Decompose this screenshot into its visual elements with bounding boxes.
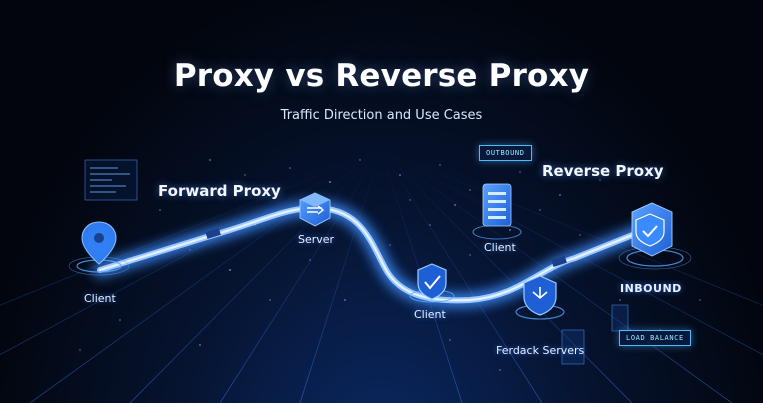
shield-check-icon [417,263,447,300]
servers-label: Ferdack Servers [496,344,585,357]
code-panel-icon [84,159,138,201]
shield-icon [523,275,557,316]
outbound-tag: OUTBOUND [479,145,532,161]
database-icon [482,183,512,227]
client-middle-label: Client [414,308,446,321]
floating-panel [561,329,585,365]
location-pin-icon [81,221,117,265]
shield-check-icon [631,202,673,257]
inbound-label: INBOUND [620,282,682,295]
load-balance-tag: LOAD BALANCE [619,330,691,346]
reverse-proxy-heading: Reverse Proxy [542,162,664,180]
flow-segment-marker [205,228,221,239]
forward-proxy-heading: Forward Proxy [158,182,281,200]
page-subtitle: Traffic Direction and Use Cases [280,108,483,123]
floating-panel [611,304,629,332]
client-left-label: Client [84,292,116,305]
server-label: Server [298,233,335,246]
traffic-flow-core [98,206,642,302]
client-right-label: Client [484,241,516,254]
flow-segment-marker [551,255,567,267]
server-icon [299,192,331,227]
page-title: Proxy vs Reverse Proxy [173,58,590,94]
